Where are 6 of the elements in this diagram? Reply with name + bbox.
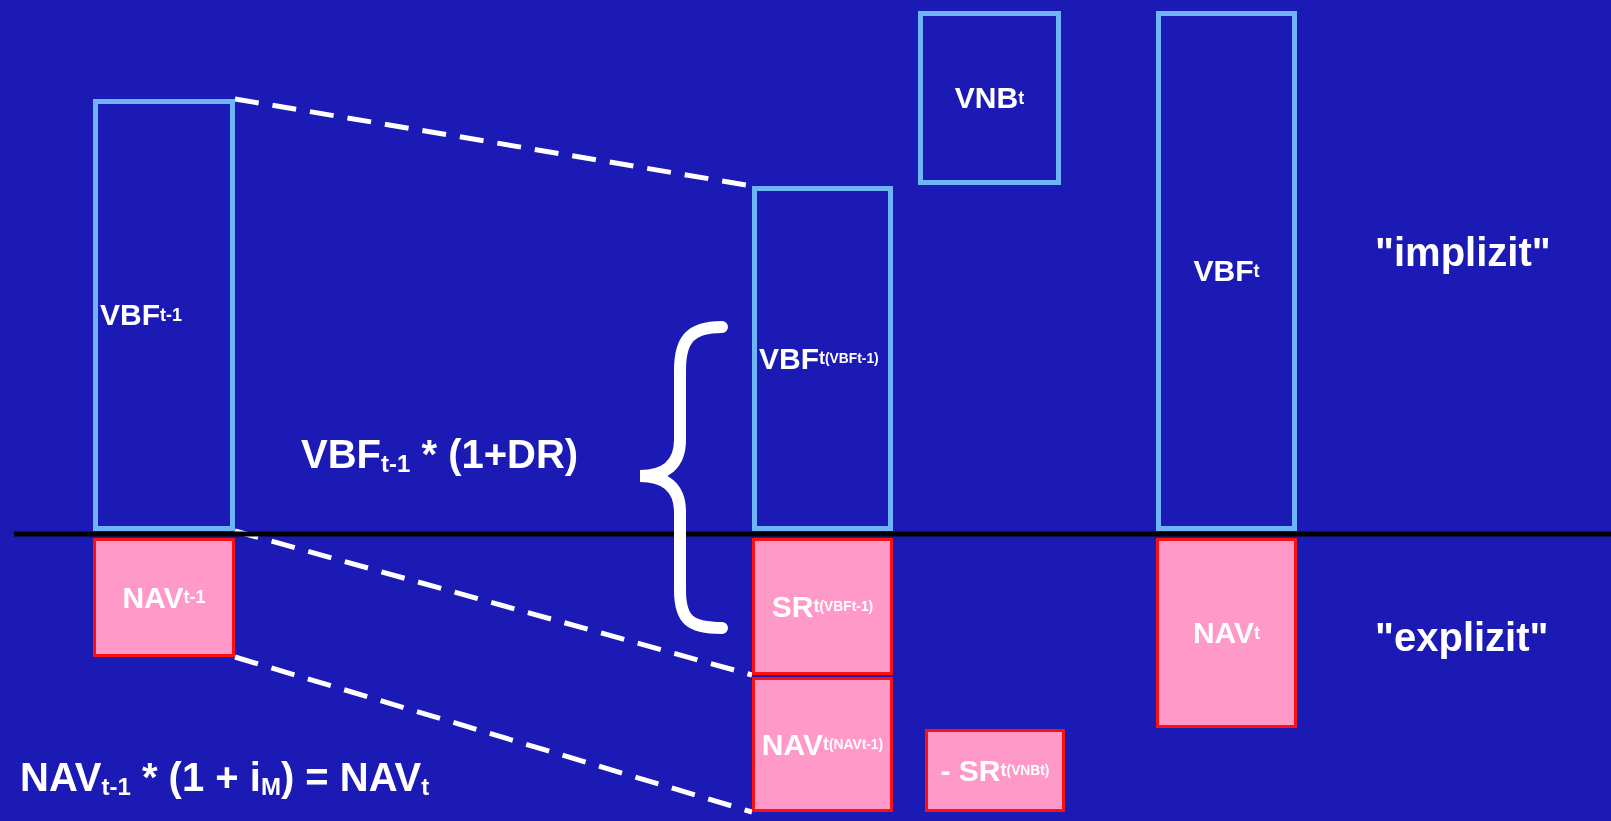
dashed-line — [234, 654, 753, 815]
side-label: "implizit" — [1375, 230, 1551, 275]
formula-label: VBF$_{t-1}$ * (1+DR) — [301, 432, 579, 478]
formula-label: NAV$_{t-1}$ * (1 + i$_{M}$) = NAV$_{t}$ — [20, 755, 430, 801]
side-label: "explizit" — [1375, 615, 1549, 660]
dashed-line — [234, 528, 753, 678]
